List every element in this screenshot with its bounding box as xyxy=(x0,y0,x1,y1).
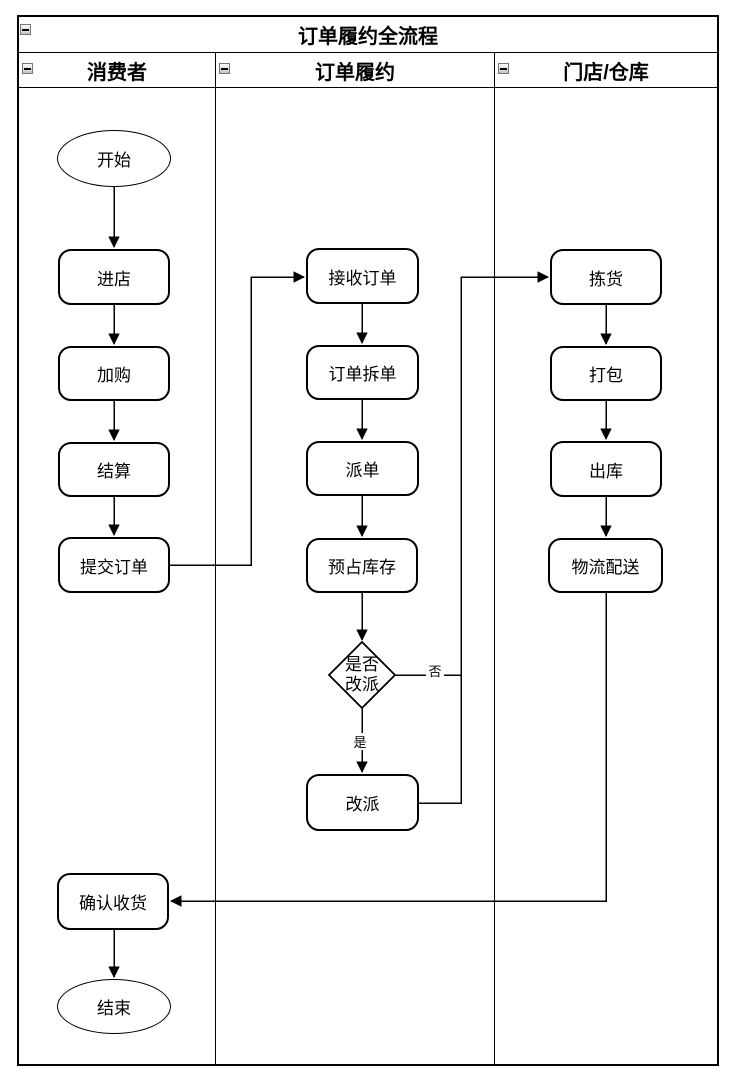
pool-title: 订单履约全流程 xyxy=(298,26,438,48)
lane-header-label: 消费者 xyxy=(87,61,147,84)
decision-diamond-shape[interactable] xyxy=(327,640,397,710)
edge-reassign-to-pick[interactable] xyxy=(419,675,462,804)
edge-submit-order-to-receive-order[interactable] xyxy=(170,277,304,566)
node-reassign-decision[interactable]: 是否 改派 xyxy=(345,655,379,694)
lane-collapse-icon[interactable] xyxy=(22,63,33,74)
lane-consumer: 消费者 xyxy=(19,53,216,1064)
minus-glyph xyxy=(221,67,228,70)
node-receive-order[interactable]: 接收订单 xyxy=(306,248,419,304)
node-add-to-cart[interactable]: 加购 xyxy=(58,346,170,401)
edge-label-no[interactable]: 否 xyxy=(426,662,444,679)
node-enter-store[interactable]: 进店 xyxy=(58,249,170,305)
pool-title-bar[interactable]: 订单履约全流程 xyxy=(19,17,717,53)
node-outbound[interactable]: 出库 xyxy=(550,441,662,497)
node-checkout[interactable]: 结算 xyxy=(58,442,170,497)
node-reserve-stock[interactable]: 预占库存 xyxy=(306,538,418,593)
node-submit-order[interactable]: 提交订单 xyxy=(58,537,170,593)
lanes-container: 消费者 订单履约 门店/仓库 xyxy=(19,53,717,1064)
lane-header-store-warehouse[interactable]: 门店/仓库 xyxy=(495,53,717,88)
node-dispatch[interactable]: 派单 xyxy=(306,441,419,496)
minus-glyph xyxy=(24,67,31,70)
edge-logistics-to-confirm-receipt[interactable] xyxy=(171,593,607,901)
lane-collapse-icon[interactable] xyxy=(498,63,509,74)
lane-header-consumer[interactable]: 消费者 xyxy=(19,53,215,88)
node-end[interactable]: 结束 xyxy=(57,979,171,1034)
minus-glyph xyxy=(22,28,29,31)
minus-glyph xyxy=(500,67,507,70)
lane-store-warehouse: 门店/仓库 xyxy=(495,53,717,1064)
node-confirm-receipt[interactable]: 确认收货 xyxy=(57,873,169,930)
node-start[interactable]: 开始 xyxy=(57,130,171,187)
node-pack[interactable]: 打包 xyxy=(550,346,662,401)
node-pick[interactable]: 拣货 xyxy=(550,249,662,305)
node-split-order[interactable]: 订单拆单 xyxy=(306,345,419,400)
lane-header-label: 订单履约 xyxy=(315,61,395,84)
lane-fulfillment: 订单履约 xyxy=(216,53,495,1064)
node-logistics[interactable]: 物流配送 xyxy=(548,538,663,593)
node-reassign[interactable]: 改派 xyxy=(306,774,419,831)
lane-header-label: 门店/仓库 xyxy=(563,61,649,84)
edge-label-yes[interactable]: 是 xyxy=(351,733,369,750)
pool-collapse-icon[interactable] xyxy=(20,24,31,35)
lane-collapse-icon[interactable] xyxy=(219,63,230,74)
lane-header-fulfillment[interactable]: 订单履约 xyxy=(216,53,494,88)
